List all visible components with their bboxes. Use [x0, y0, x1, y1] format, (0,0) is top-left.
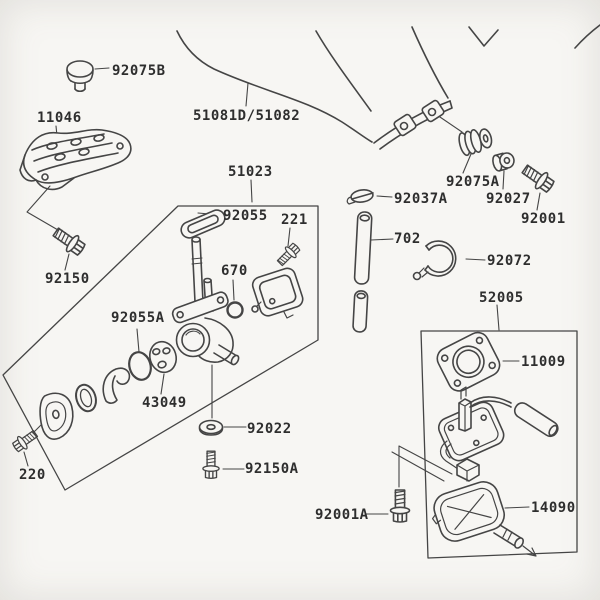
tank-mount-tab: [421, 99, 445, 123]
washer-92022: [198, 419, 224, 436]
screw-220: [10, 426, 41, 455]
fuel-tube-702: [352, 211, 373, 333]
part-label-92075B: 92075B: [112, 63, 166, 79]
part-label-92001A: 92001A: [315, 507, 369, 523]
part-label-702: 702: [394, 231, 421, 247]
petcock-body: [175, 317, 240, 366]
part-label-92037A: 92037A: [394, 191, 448, 207]
diaphragm-cover: [251, 267, 304, 319]
clip-92037A: [346, 189, 374, 205]
part-label-92150A: 92150A: [245, 461, 299, 477]
group-boundary-52005: [420, 330, 578, 559]
o-ring-670: [226, 301, 244, 319]
fuel-tank: [176, 24, 600, 150]
lever-plate: [39, 392, 74, 440]
tank-cap-notch: [468, 26, 499, 47]
part-label-43049: 43049: [142, 395, 187, 411]
petcock-lever: [102, 367, 131, 404]
damper-92027: [492, 152, 515, 172]
cap-92075B: [66, 60, 94, 93]
leader-lines: [23, 67, 541, 515]
part-label-221: 221: [281, 212, 308, 228]
seal-ring: [75, 383, 97, 413]
clamp-92072: [412, 240, 457, 281]
o-ring-92055A: [128, 351, 152, 381]
part-label-92075A: 92075A: [446, 174, 500, 190]
grommet-92075A: [458, 128, 493, 157]
gasket-92055: [180, 209, 226, 239]
part-label-670: 670: [221, 263, 248, 279]
part-label-92001: 92001: [521, 211, 566, 227]
part-label-51081D-51082: 51081D/51082: [193, 108, 301, 124]
part-label-92055A: 92055A: [111, 310, 165, 326]
bracket-11046: [19, 128, 132, 191]
gasket-11009: [436, 331, 501, 392]
part-label-92027: 92027: [486, 191, 531, 207]
group-boundary-51023: [2, 205, 319, 491]
part-label-14090: 14090: [531, 500, 576, 516]
part-label-92055: 92055: [223, 208, 268, 224]
part-label-11009: 11009: [521, 354, 566, 370]
part-label-11046: 11046: [37, 110, 82, 126]
petcock-flange: [171, 291, 229, 324]
part-label-51023: 51023: [228, 164, 273, 180]
tank-mount-tab: [393, 113, 417, 137]
flow-arrow: [522, 545, 537, 557]
part-label-92072: 92072: [487, 253, 532, 269]
part-label-92022: 92022: [247, 421, 292, 437]
disc-43049: [148, 340, 178, 374]
part-label-52005: 52005: [479, 290, 524, 306]
part-label-220: 220: [19, 467, 46, 483]
fuel-sender: [437, 386, 559, 482]
bolt-92001: [518, 160, 558, 196]
screen-14090: [431, 481, 537, 557]
part-label-92150: 92150: [45, 271, 90, 287]
bolt-92001A: [389, 489, 411, 523]
bolt-92150A: [202, 450, 220, 480]
